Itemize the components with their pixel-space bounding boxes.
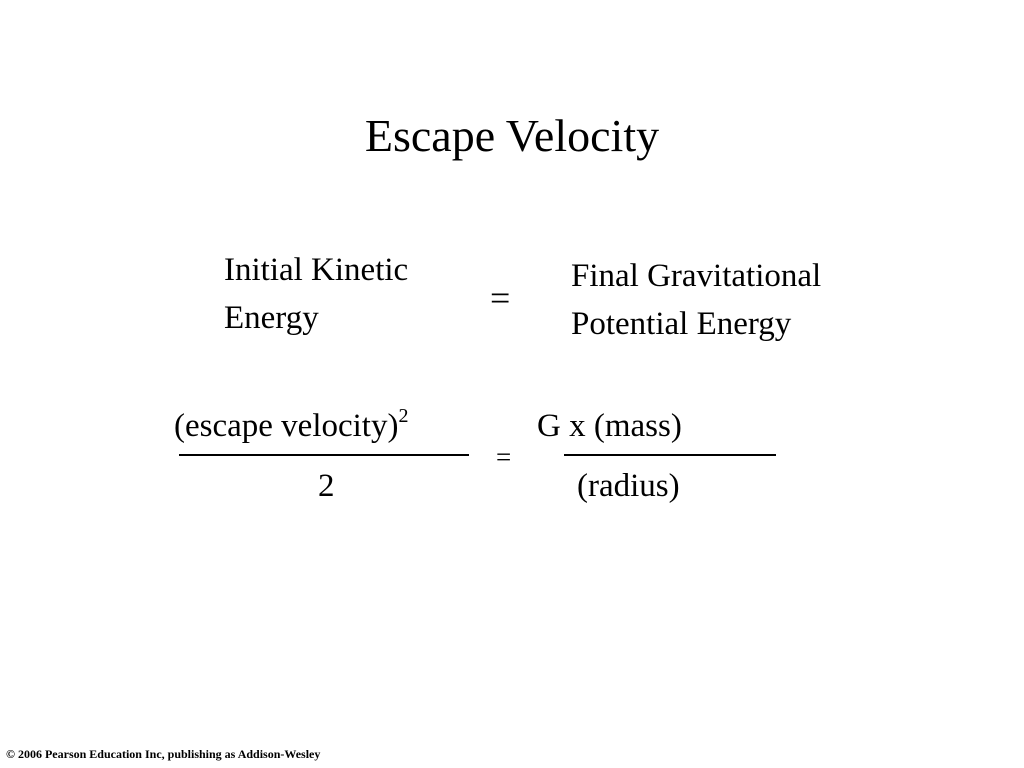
- initial-kinetic-energy-line-2: Energy: [224, 300, 319, 336]
- formula-equals-sign: =: [496, 442, 512, 472]
- kinetic-fraction-numerator: (escape velocity)2: [174, 406, 408, 446]
- potential-fraction-numerator: G x (mass): [537, 408, 682, 444]
- final-potential-energy-line-2: Potential Energy: [571, 306, 792, 342]
- kinetic-fraction-denominator: 2: [318, 468, 335, 504]
- copyright-footer: © 2006 Pearson Education Inc, publishing…: [6, 747, 321, 761]
- escape-velocity-term: (escape velocity): [174, 408, 399, 444]
- initial-kinetic-energy-line-1: Initial Kinetic: [224, 252, 409, 288]
- final-potential-energy-line-1: Final Gravitational: [571, 258, 822, 294]
- word-equation-equals-sign: =: [490, 278, 511, 318]
- initial-kinetic-energy-label: Initial Kinetic Energy: [224, 246, 408, 342]
- potential-fraction-denominator: (radius): [577, 468, 680, 504]
- final-potential-energy-label: Final Gravitational Potential Energy: [571, 252, 821, 348]
- kinetic-fraction-bar: [179, 454, 469, 456]
- slide-title: Escape Velocity: [364, 110, 660, 161]
- squared-exponent: 2: [398, 405, 409, 427]
- potential-fraction-bar: [564, 454, 776, 456]
